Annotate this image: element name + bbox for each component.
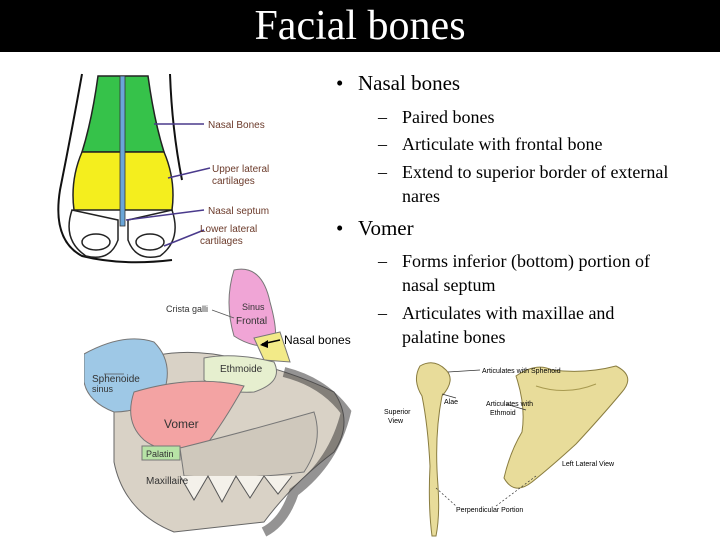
bullet-heading: Vomer	[358, 216, 414, 240]
label-nasal-septum: Nasal septum	[208, 206, 269, 217]
label-perpendicular-portion: Perpendicular Portion	[456, 507, 523, 514]
slide-title: Facial bones	[0, 2, 720, 50]
sub-point-text: Articulate with frontal bone	[402, 134, 602, 154]
sub-point-text: Forms inferior (bottom) portion of	[402, 251, 650, 271]
sub-point: –Forms inferior (bottom) portion of	[378, 250, 650, 272]
label-upper-lateral-2: cartilages	[212, 176, 255, 187]
sub-point-continuation: palatine bones	[402, 326, 505, 348]
label-maxillaire: Maxillaire	[146, 476, 189, 487]
sub-point: –Extend to superior border of external	[378, 161, 668, 183]
nose-anatomy-figure: Nasal Bones Upper lateral cartilages Nas…	[52, 70, 292, 266]
bullet-vomer: •Vomer	[336, 216, 414, 241]
vomer-bone-figure: Articulates with Sphenoid Alae Articulat…	[376, 356, 712, 540]
label-articulates-ethmoid-2: Ethmoid	[490, 410, 516, 417]
label-superior: Superior	[384, 409, 411, 416]
skull-sagittal-figure: Crista galli Sinus Frontal Nasal bones E…	[84, 262, 374, 540]
label-lower-lateral: Lower lateral	[200, 224, 257, 235]
label-upper-lateral: Upper lateral	[212, 164, 269, 175]
sub-point-continuation: nares	[402, 185, 440, 207]
label-articulates-sphenoid: Articulates with Sphenoid	[482, 368, 561, 375]
label-lower-lateral-2: cartilages	[200, 236, 243, 247]
label-articulates-ethmoid: Articulates with	[486, 401, 533, 408]
label-alae: Alae	[444, 399, 458, 406]
label-crista-galli: Crista galli	[166, 304, 208, 314]
label-nasal-bones: Nasal Bones	[208, 120, 265, 131]
bullet-nasal-bones: •Nasal bones	[336, 71, 460, 96]
sub-point: –Paired bones	[378, 106, 494, 128]
bullet-heading: Nasal bones	[358, 71, 460, 95]
label-view: View	[388, 418, 404, 425]
sub-point-text: Extend to superior border of external	[402, 162, 668, 182]
label-sphenoide-sinus: sinus	[92, 384, 114, 394]
sub-point-text: Articulates with maxillae and	[402, 303, 614, 323]
label-palatin: Palatin	[146, 449, 174, 459]
label-sinus: Sinus	[242, 302, 265, 312]
bullet-dot: •	[336, 71, 358, 96]
label-frontal: Frontal	[236, 316, 267, 327]
bullet-dot: •	[336, 216, 358, 241]
sub-point: –Articulates with maxillae and	[378, 302, 614, 324]
label-vomer: Vomer	[164, 417, 199, 431]
label-ethmoide: Ethmoide	[220, 364, 263, 375]
label-nasal-bones-arrow: Nasal bones	[284, 333, 351, 347]
sub-point-text: Paired bones	[402, 107, 494, 127]
sub-point-continuation: nasal septum	[402, 274, 495, 296]
label-left-lateral-view: Left Lateral View	[562, 461, 615, 468]
sub-point: –Articulate with frontal bone	[378, 133, 602, 155]
